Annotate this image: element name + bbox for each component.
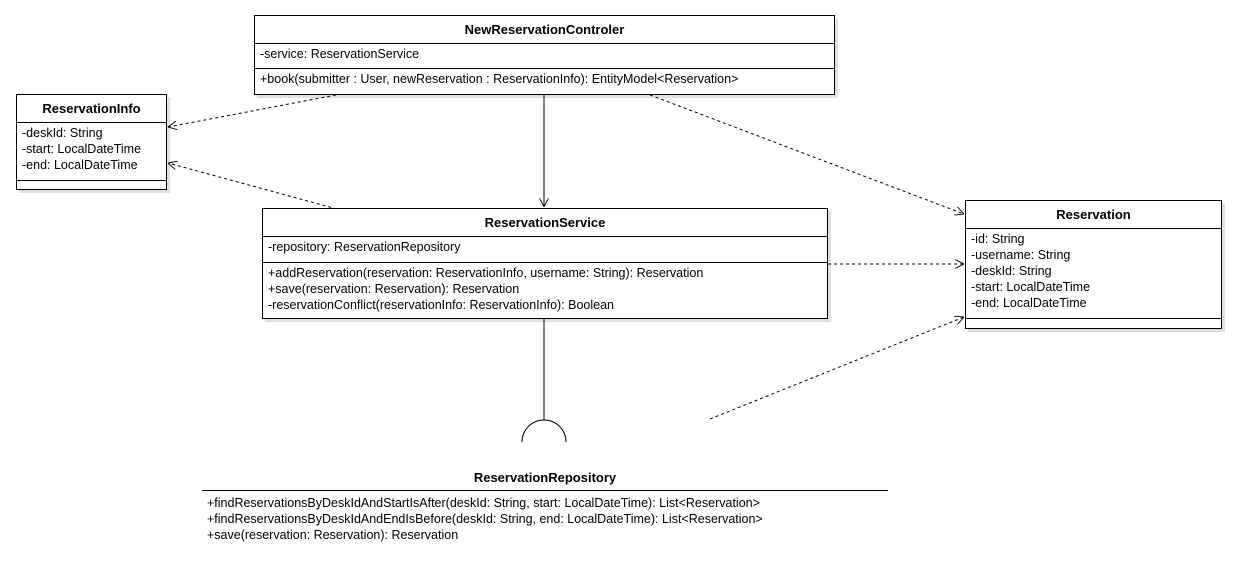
- class-name: Reservation: [966, 201, 1221, 229]
- class-attributes: -deskId: String -start: LocalDateTime -e…: [17, 123, 166, 181]
- attribute: -id: String: [971, 232, 1025, 246]
- class-operations: [966, 319, 1221, 328]
- operation: +addReservation(reservation: Reservation…: [268, 266, 704, 280]
- class-name: ReservationInfo: [17, 95, 166, 123]
- attribute: -end: LocalDateTime: [971, 296, 1087, 310]
- interface-operations: +findReservationsByDeskIdAndStartIsAfter…: [202, 491, 888, 547]
- class-name: ReservationService: [263, 209, 827, 237]
- operation: +save(reservation: Reservation): Reserva…: [268, 282, 520, 296]
- attribute: -deskId: String: [22, 126, 103, 140]
- class-attributes: -id: String -username: String -deskId: S…: [966, 229, 1221, 319]
- dependency-controller-to-reservation: [649, 94, 964, 214]
- attribute: -service: ReservationService: [260, 47, 420, 61]
- interface-reservation-repository[interactable]: ReservationRepository +findReservationsB…: [202, 466, 888, 547]
- class-reservation-service[interactable]: ReservationService -repository: Reservat…: [262, 208, 828, 319]
- class-reservation[interactable]: Reservation -id: String -username: Strin…: [965, 200, 1222, 329]
- class-operations: +addReservation(reservation: Reservation…: [263, 263, 827, 315]
- dependency-service-to-reservationinfo: [168, 163, 338, 210]
- operation: +findReservationsByDeskIdAndEndIsBefore(…: [207, 512, 763, 526]
- class-operations: +book(submitter : User, newReservation :…: [255, 69, 834, 89]
- class-attributes: -service: ReservationService: [255, 44, 834, 69]
- attribute: -start: LocalDateTime: [22, 142, 142, 156]
- attribute: -start: LocalDateTime: [971, 280, 1091, 294]
- interface-divider: [202, 490, 888, 491]
- attribute: -username: String: [971, 248, 1071, 262]
- attribute: -end: LocalDateTime: [22, 158, 138, 172]
- class-operations: [17, 181, 166, 189]
- dependency-repository-to-reservation: [709, 317, 964, 420]
- class-new-reservation-controler[interactable]: NewReservationControler -service: Reserv…: [254, 15, 835, 95]
- class-name: NewReservationControler: [255, 16, 834, 44]
- operation: -reservationConflict(reservationInfo: Re…: [268, 298, 615, 312]
- dependency-controller-to-reservationinfo: [168, 94, 337, 127]
- attribute: -deskId: String: [971, 264, 1052, 278]
- operation: +findReservationsByDeskIdAndStartIsAfter…: [207, 496, 760, 510]
- operation: +save(reservation: Reservation): Reserva…: [207, 528, 459, 542]
- operation: +book(submitter : User, newReservation :…: [260, 72, 739, 86]
- required-interface-socket-icon: [521, 419, 567, 443]
- class-reservation-info[interactable]: ReservationInfo -deskId: String -start: …: [16, 94, 167, 190]
- attribute: -repository: ReservationRepository: [268, 240, 461, 254]
- class-attributes: -repository: ReservationRepository: [263, 237, 827, 263]
- interface-name: ReservationRepository: [473, 470, 617, 485]
